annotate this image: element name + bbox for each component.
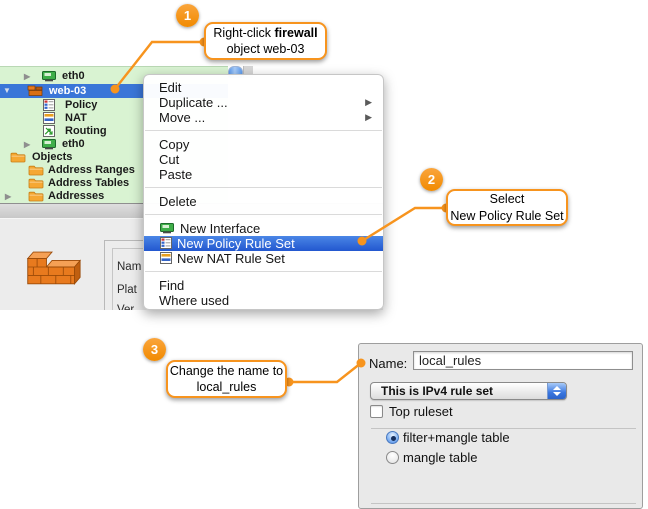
menu-separator (144, 182, 383, 194)
menu-item-duplicate[interactable]: Duplicate ... ▶ (144, 95, 383, 110)
menu-separator (144, 209, 383, 221)
tree-item-label[interactable]: Policy (65, 99, 98, 111)
policy-icon (160, 237, 172, 252)
callout-box-3: Change the name to local_rules (166, 360, 287, 398)
callout-line: local_rules (196, 380, 257, 394)
filter-mangle-radio[interactable] (386, 431, 399, 444)
callout-number-text: 2 (427, 172, 436, 187)
triangle-down-icon[interactable]: ▼ (3, 86, 11, 95)
editor-groupbox-border (112, 248, 113, 310)
callout-line: Right-click firewall (213, 25, 318, 40)
tree-item-address-ranges[interactable]: Address Ranges (0, 164, 228, 177)
menu-item-delete[interactable]: Delete (159, 194, 197, 209)
tree-item-label[interactable]: Routing (65, 125, 107, 137)
callout-number-3: 3 (143, 338, 166, 361)
tree-item-routing[interactable]: Routing (0, 125, 228, 138)
triangle-right-icon[interactable]: ▶ (24, 140, 31, 149)
editor-version-label: Ver (117, 304, 135, 310)
nat-icon (160, 252, 172, 267)
callout-number-text: 1 (183, 8, 192, 23)
menu-item-new-interface[interactable]: New Interface (144, 221, 383, 236)
folder-icon (28, 177, 44, 193)
tree-item-label[interactable]: Objects (32, 151, 73, 163)
tree-item-label[interactable]: Address Tables (48, 177, 130, 189)
ruleset-type-dropdown[interactable]: This is IPv4 rule set (370, 382, 567, 400)
submenu-arrow-icon: ▶ (365, 97, 372, 107)
editor-name-label: Nam (117, 261, 142, 273)
menu-item-new-nat-rule-set[interactable]: New NAT Rule Set (144, 251, 383, 266)
menu-item-label: Move ... (159, 110, 206, 125)
mangle-label: mangle table (403, 450, 478, 465)
callout-box-2: Select New Policy Rule Set (446, 189, 568, 226)
menu-item-paste[interactable]: Paste (159, 167, 193, 182)
callout-number-2: 2 (420, 168, 443, 191)
nic-icon (42, 70, 57, 86)
editor-groupbox-border (104, 240, 105, 310)
policy-icon (43, 99, 55, 115)
top-ruleset-checkbox[interactable] (370, 405, 383, 418)
menu-item-new-policy-rule-set[interactable]: New Policy Rule Set (144, 236, 383, 251)
menu-item-label: New NAT Rule Set (177, 251, 285, 266)
menu-item-move[interactable]: Move ... ▶ (144, 110, 383, 125)
mangle-radio[interactable] (386, 451, 399, 464)
nic-icon (42, 138, 57, 154)
firewall-brick-icon (24, 246, 82, 293)
ruleset-type-value: This is IPv4 rule set (381, 384, 494, 398)
tree-item-eth0-1[interactable]: ▶ eth0 (0, 70, 228, 83)
tree-item-addresses[interactable]: ▶ Addresses (0, 190, 228, 203)
firewall-icon (27, 85, 44, 101)
tree-item-policy[interactable]: Policy (0, 99, 228, 112)
name-label: Name: (369, 356, 408, 371)
tree-item-label[interactable]: NAT (65, 112, 87, 124)
callout-line: object web-03 (226, 42, 305, 56)
rule-set-dialog: Name: This is IPv4 rule set Top ruleset … (358, 343, 643, 509)
tree-item-eth0-2[interactable]: ▶ eth0 (0, 138, 228, 151)
form-separator (371, 428, 636, 429)
tree-item-label[interactable]: eth0 (62, 70, 85, 82)
menu-item-cut[interactable]: Cut (159, 152, 180, 167)
submenu-arrow-icon: ▶ (365, 112, 372, 122)
menu-item-label: New Interface (180, 221, 261, 236)
nic-icon (160, 222, 175, 237)
tree-scrollbar-track[interactable] (243, 66, 253, 78)
tree-item-label[interactable]: eth0 (62, 138, 85, 150)
tree-item-objects[interactable]: Objects (0, 151, 228, 164)
callout-line: New Policy Rule Set (450, 208, 564, 223)
menu-item-copy[interactable]: Copy (159, 137, 190, 152)
tree-item-label[interactable]: Addresses (48, 190, 105, 202)
callout-line: Change the name to (169, 363, 284, 378)
tree-item-address-tables[interactable]: Address Tables (0, 177, 228, 190)
nat-icon (43, 112, 55, 128)
menu-item-edit[interactable]: Edit (159, 80, 182, 95)
callout-box-1: Right-click firewall object web-03 (204, 22, 327, 60)
callout-number-text: 3 (150, 342, 159, 357)
tree-item-nat[interactable]: NAT (0, 112, 228, 125)
form-separator (371, 503, 636, 504)
callout-line: Select (489, 192, 525, 207)
menu-item-label: Duplicate ... (159, 95, 228, 110)
dropdown-stepper-icon (547, 383, 566, 399)
menu-item-find[interactable]: Find (159, 278, 185, 293)
editor-platform-label: Plat (117, 284, 137, 296)
folder-icon (10, 151, 26, 167)
menu-separator (144, 266, 383, 278)
folder-icon (28, 164, 44, 180)
context-menu: Edit Duplicate ... ▶ Move ... ▶ Copy Cut… (143, 74, 384, 310)
name-input[interactable] (413, 351, 633, 370)
menu-separator (144, 125, 383, 137)
tree-item-label[interactable]: web-03 (49, 85, 87, 97)
callout-number-1: 1 (176, 4, 199, 27)
tree-item-label[interactable]: Address Ranges (48, 164, 135, 176)
filter-mangle-label: filter+mangle table (403, 430, 510, 445)
triangle-right-icon[interactable]: ▶ (24, 72, 31, 81)
routing-icon (43, 125, 55, 141)
menu-item-where-used[interactable]: Where used (159, 293, 230, 308)
triangle-right-icon[interactable]: ▶ (5, 192, 12, 201)
folder-icon (28, 190, 44, 206)
menu-item-label: New Policy Rule Set (177, 236, 295, 251)
top-ruleset-label: Top ruleset (389, 404, 453, 419)
